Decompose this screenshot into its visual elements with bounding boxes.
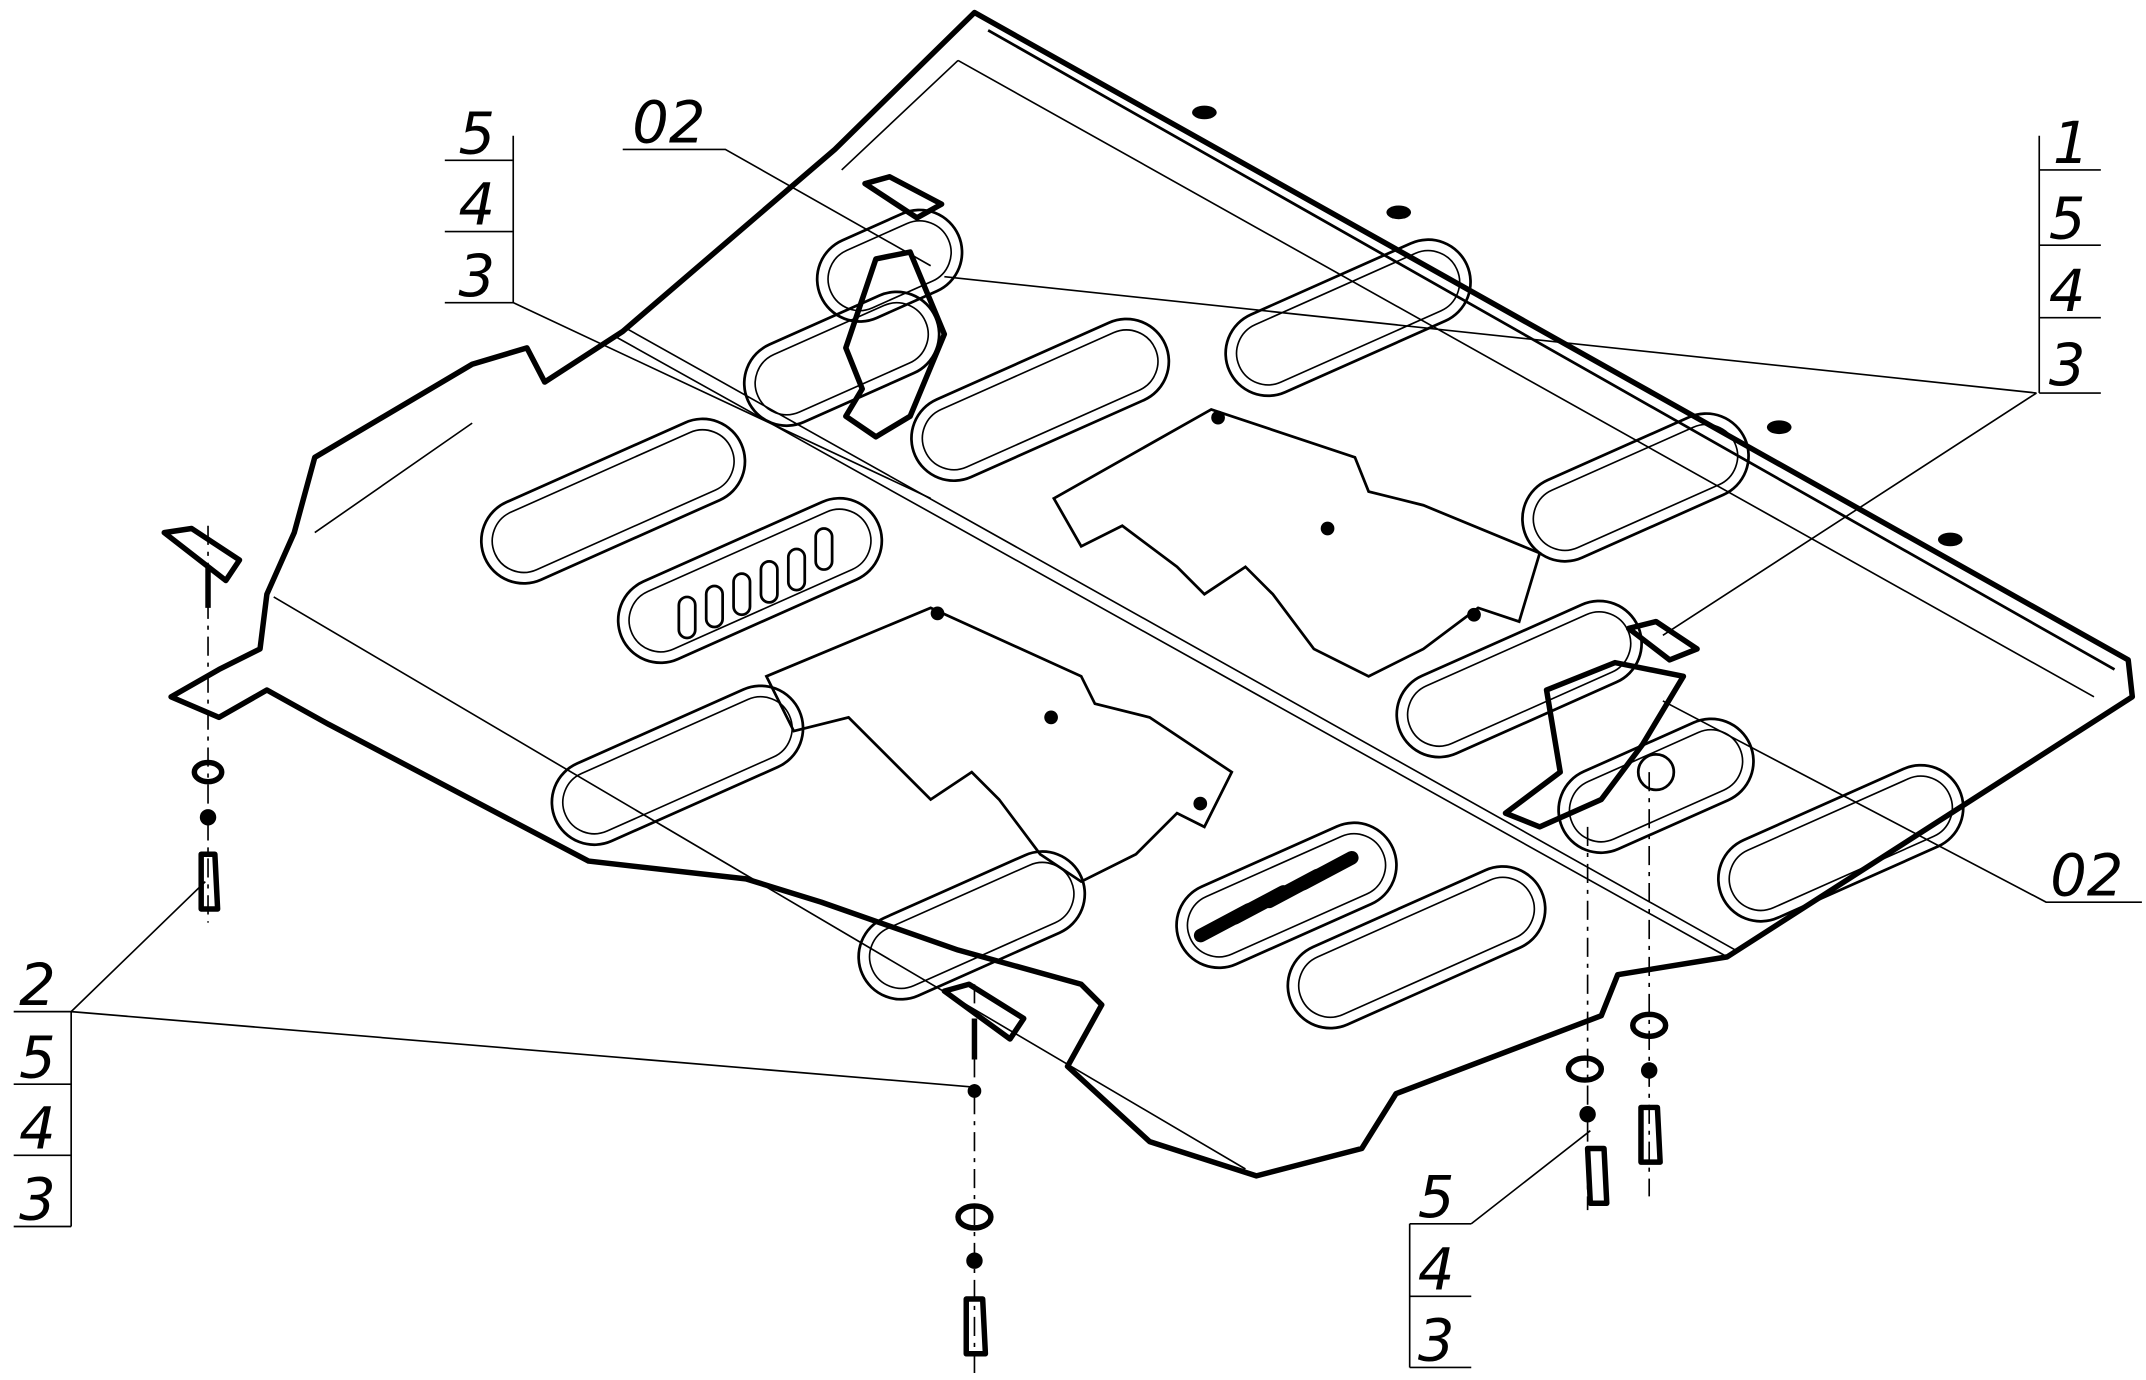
callout-label: 3 <box>2049 332 2086 399</box>
callout-label: 1 <box>2053 110 2090 177</box>
plate-center-fold <box>615 327 1736 958</box>
callout-label: 3 <box>458 243 495 310</box>
stamped-slots <box>479 208 1965 1030</box>
slot <box>1297 876 1536 1019</box>
callout-label: 4 <box>19 1095 56 1162</box>
slot <box>479 417 747 585</box>
slot <box>1521 412 1750 563</box>
slot <box>1532 423 1739 552</box>
slot <box>921 329 1159 471</box>
callout-label: 2 <box>19 952 56 1019</box>
slot <box>1286 865 1547 1030</box>
slot <box>491 429 735 574</box>
slot <box>754 302 930 416</box>
slot <box>628 508 872 653</box>
slot <box>1728 775 1954 912</box>
plate-left-fold <box>273 422 1246 1170</box>
callout-label: 5 <box>458 100 495 167</box>
slot <box>1224 238 1472 398</box>
callout-label: 02 <box>632 90 705 157</box>
slot <box>910 317 1171 483</box>
emboss-channel-right <box>1051 407 1542 678</box>
slot <box>1406 611 1632 747</box>
slot <box>868 861 1075 990</box>
slot <box>1716 763 1965 923</box>
leader-lines <box>13 135 2142 1369</box>
callout-label: 02 <box>2050 842 2123 909</box>
plate-outline <box>168 9 2136 1179</box>
plate-holes <box>930 105 1963 811</box>
callout-label: 4 <box>1418 1236 1455 1303</box>
callout-label: 5 <box>2049 185 2086 252</box>
fastener-right-a <box>1565 826 1610 1211</box>
plate-top-ridge-inner <box>841 59 2095 698</box>
slot <box>616 496 884 665</box>
slot <box>1235 249 1461 386</box>
callout-label: 3 <box>19 1167 56 1234</box>
callout-label: 5 <box>1418 1164 1455 1231</box>
bracket-right <box>1502 659 1687 830</box>
slot <box>1175 821 1398 970</box>
slot <box>550 684 805 847</box>
plate-top-ridge <box>987 29 2116 671</box>
vent-holes-left <box>677 527 834 640</box>
slot <box>562 695 793 835</box>
slot <box>1568 729 1744 843</box>
callouts: 5 4 3 02 1 5 4 3 02 2 5 4 3 5 4 3 <box>19 90 2123 1375</box>
callout-label: 5 <box>19 1024 56 1091</box>
fastener-left <box>161 525 243 923</box>
callout-label: 4 <box>458 172 495 239</box>
emboss-channel-left <box>764 606 1234 884</box>
callout-label: 4 <box>2049 258 2086 325</box>
slot <box>1186 832 1387 958</box>
slot <box>827 220 952 312</box>
callout-label: 3 <box>1418 1308 1455 1375</box>
vent-holes-right <box>1193 850 1359 943</box>
bracket-top <box>843 249 948 440</box>
fastener-front <box>941 981 1027 1375</box>
bracket-right-clip <box>1625 618 1700 663</box>
slot <box>857 850 1087 1001</box>
bracket-top-clip <box>862 174 945 221</box>
slot <box>815 208 964 323</box>
fastener-right-b <box>1630 772 1669 1197</box>
